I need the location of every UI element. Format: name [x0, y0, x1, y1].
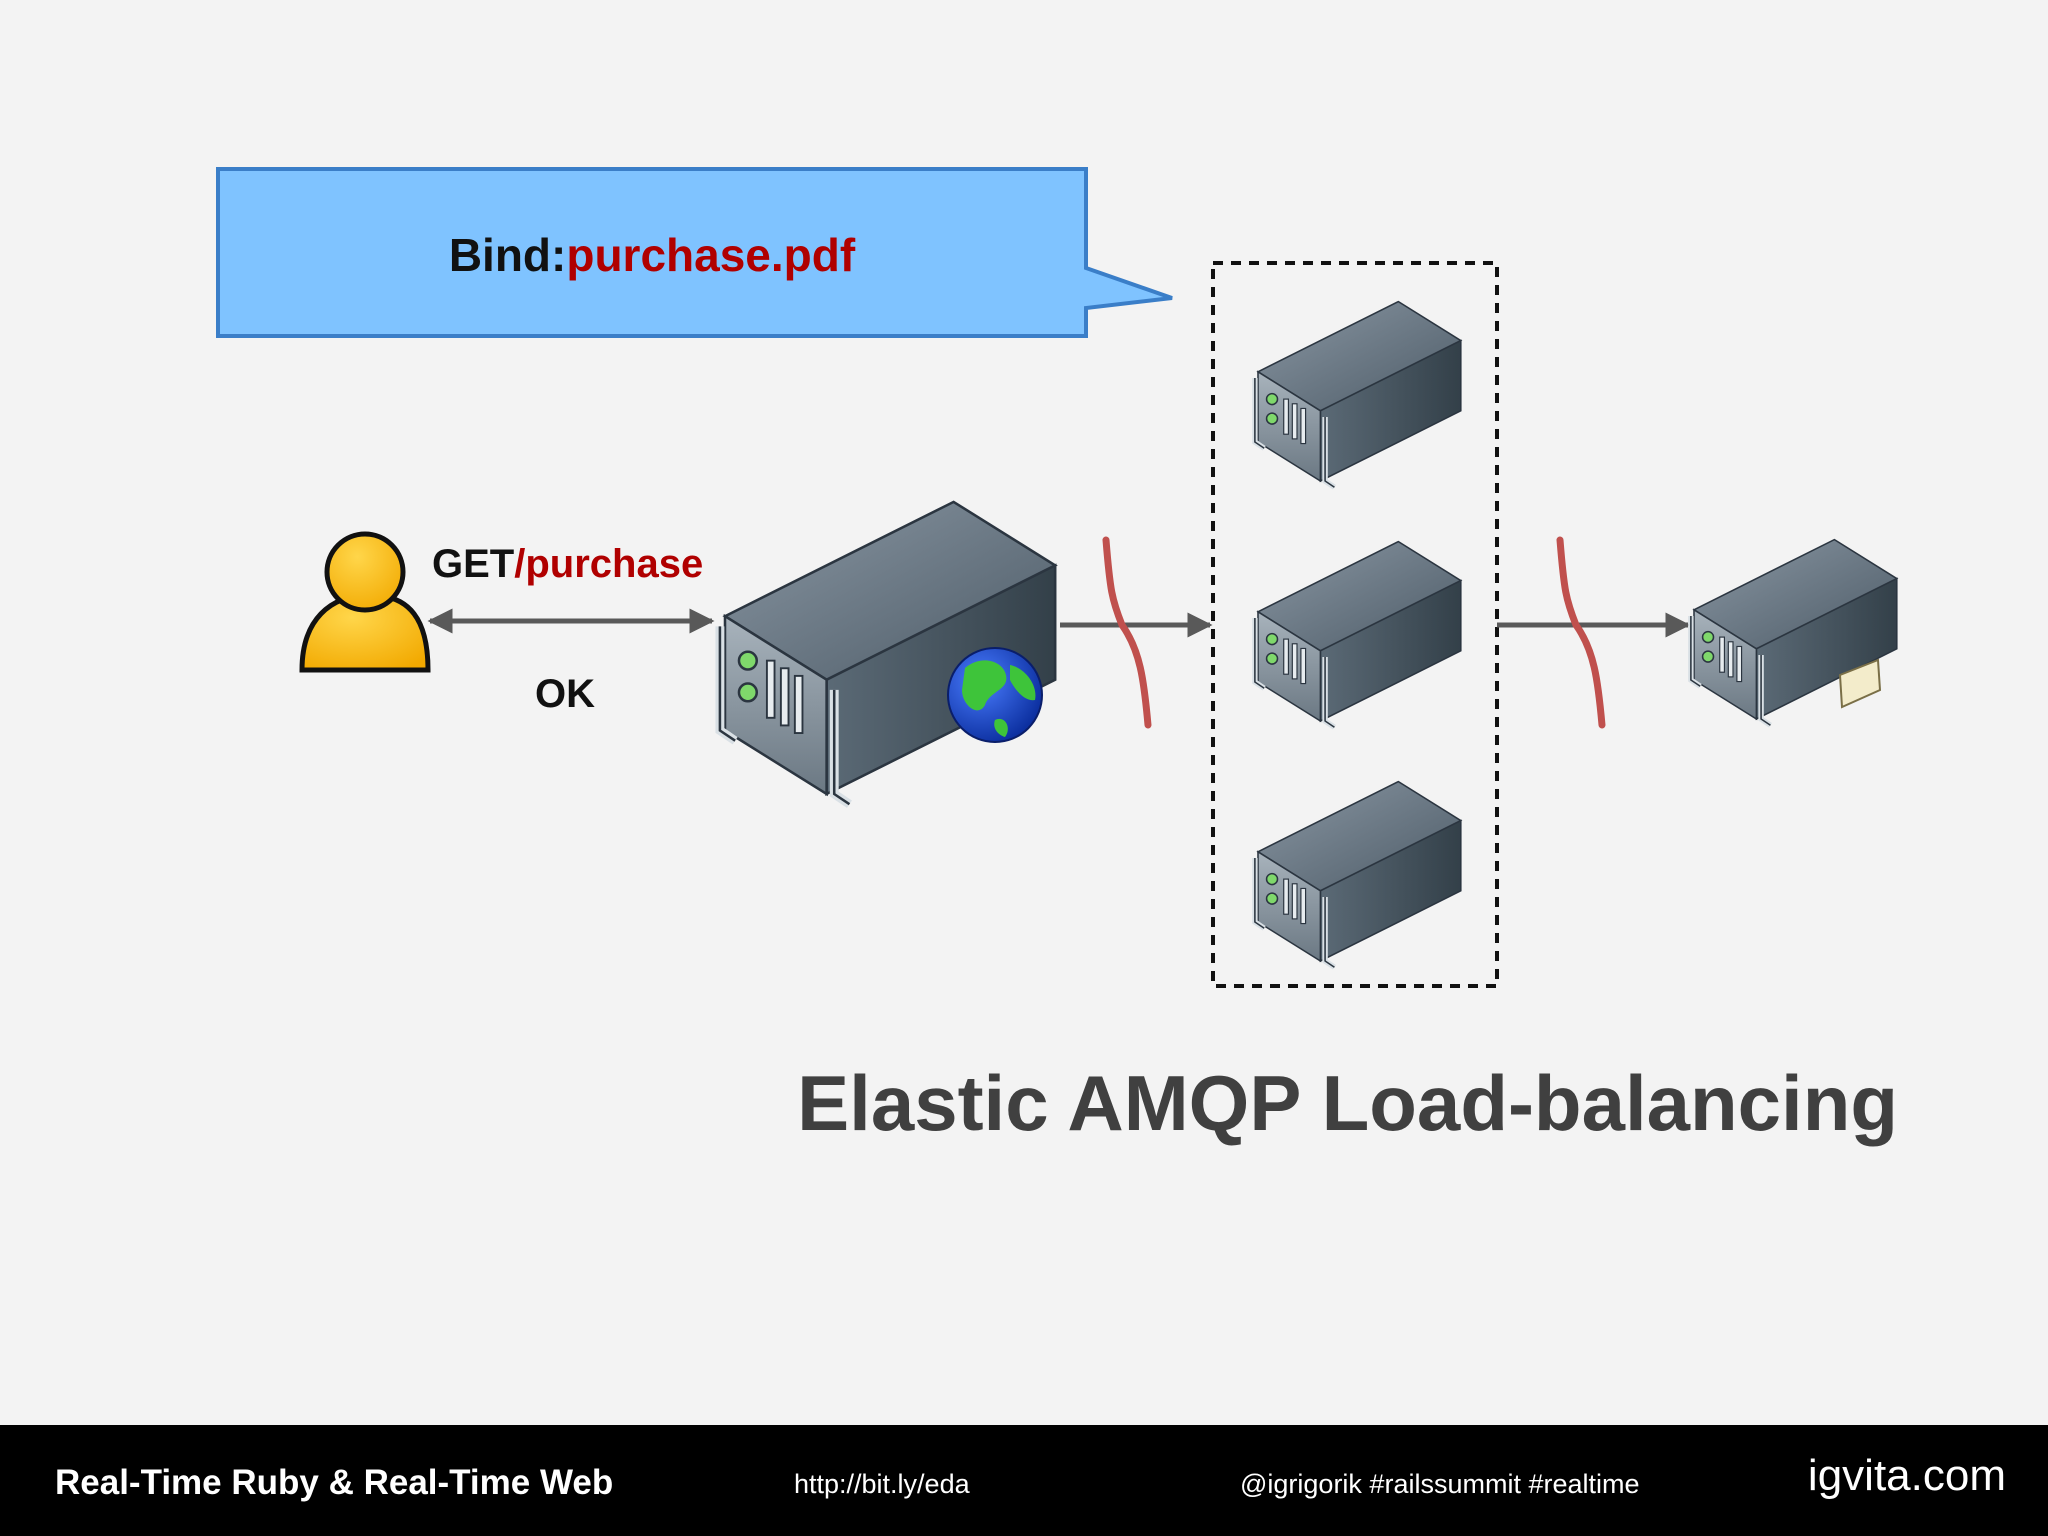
request-method: GET [432, 542, 515, 586]
request-path: /purchase [514, 542, 704, 586]
footer-brand: igvita.com [1807, 1451, 2006, 1500]
slide-title: Elastic AMQP Load-balancing [797, 1059, 1898, 1147]
user-icon [299, 531, 431, 673]
worker-server-1 [1255, 302, 1461, 488]
response-label: OK [535, 672, 595, 716]
request-label: GET/purchase [432, 542, 703, 587]
worker-server-3 [1255, 782, 1461, 968]
queue-line-2 [1556, 536, 1606, 729]
footer-bar: Real-Time Ruby & Real-Time Web http://bi… [0, 1425, 2048, 1536]
callout-value: purchase.pdf [566, 229, 856, 281]
footer-tags: @igrigorik #railssummit #realtime [1240, 1469, 1640, 1499]
footer-link[interactable]: http://bit.ly/eda [794, 1469, 970, 1499]
worker-server-2 [1255, 542, 1461, 728]
callout-bubble [216, 167, 1173, 338]
architecture-diagram [216, 167, 2048, 988]
queue-line-1 [1102, 536, 1152, 729]
callout-prefix: Bind: [448, 229, 567, 281]
footer-title: Real-Time Ruby & Real-Time Web [55, 1463, 614, 1502]
callout-text: Bind:purchase.pdf [218, 210, 1086, 300]
globe-icon [947, 647, 1043, 743]
envelope-icon [1838, 658, 1882, 709]
